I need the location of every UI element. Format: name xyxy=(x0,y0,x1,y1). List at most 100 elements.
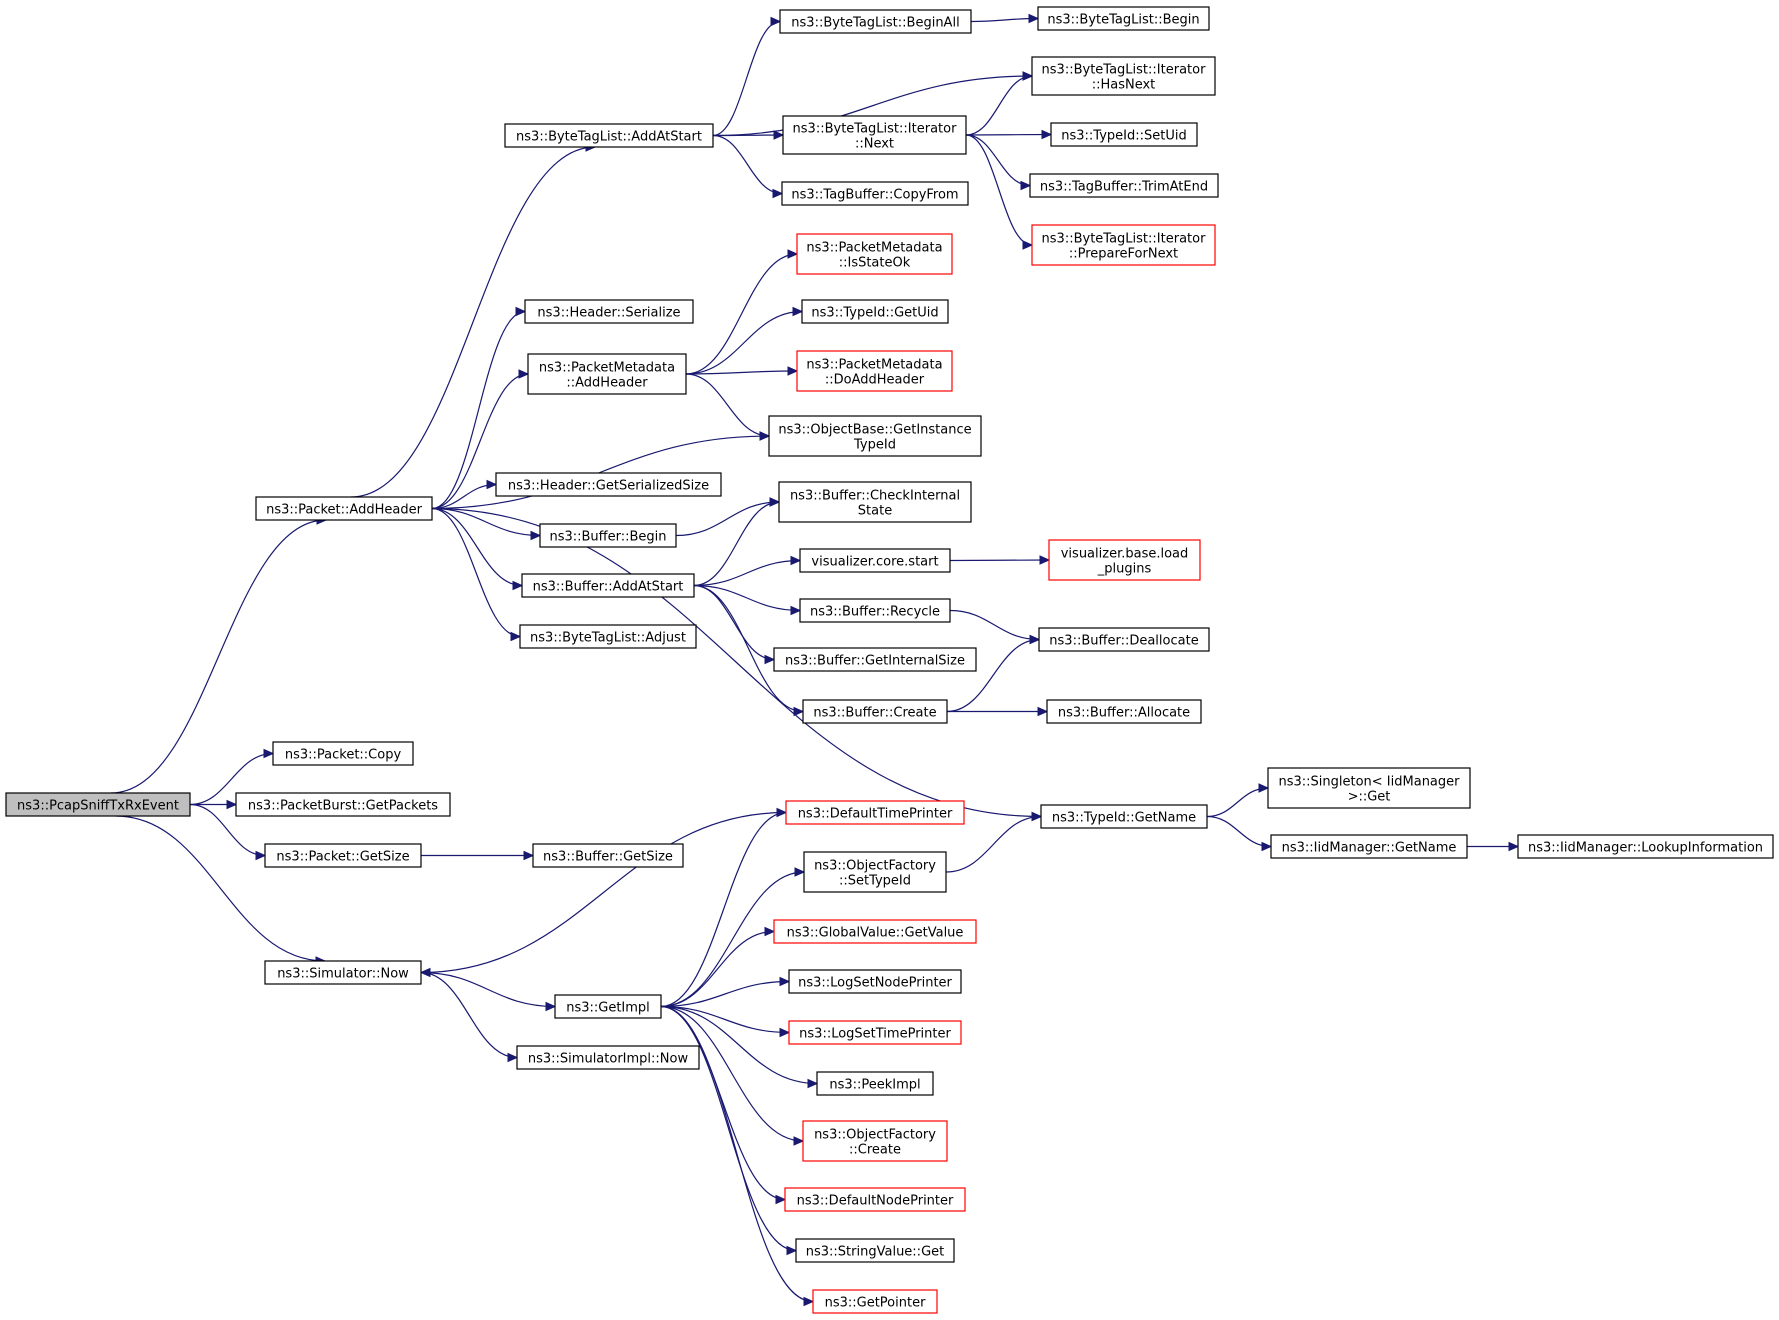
node-peekimpl[interactable]: ns3::PeekImpl xyxy=(816,1071,934,1096)
node-label: ns3::TagBuffer::CopyFrom xyxy=(791,188,958,203)
node-box xyxy=(768,415,982,457)
edge-line xyxy=(712,75,1033,137)
edge-buf-addatstart-to-buf-recycle xyxy=(693,584,802,616)
node-buf-recycle[interactable]: ns3::Buffer::Recycle xyxy=(799,598,951,623)
node-vis-base-load[interactable]: visualizer.base.load_plugins xyxy=(1048,539,1201,581)
node-pkt-copy[interactable]: ns3::Packet::Copy xyxy=(272,741,414,766)
edge-line xyxy=(660,1005,814,1303)
node-box xyxy=(784,1187,966,1212)
node-default-node-printer[interactable]: ns3::DefaultNodePrinter xyxy=(784,1187,966,1212)
edge-pm-addheader-to-objbase-getinst xyxy=(685,373,771,441)
edge-getimpl-to-log-setnodeprinter xyxy=(660,976,791,1008)
node-tagbuf-copyfrom[interactable]: ns3::TagBuffer::CopyFrom xyxy=(781,181,969,206)
node-btl-begin[interactable]: ns3::ByteTagList::Begin xyxy=(1037,6,1210,31)
node-box xyxy=(1270,834,1468,859)
node-hdr-serialize[interactable]: ns3::Header::Serialize xyxy=(524,299,694,324)
node-vis-core-start[interactable]: visualizer.core.start xyxy=(799,548,951,573)
node-pm-addheader[interactable]: ns3::PacketMetadata::AddHeader xyxy=(527,353,687,395)
edge-arrowhead xyxy=(792,306,804,317)
node-label: ns3::ByteTagList::Adjust xyxy=(530,631,686,646)
node-pkt-addheader[interactable]: ns3::Packet::AddHeader xyxy=(255,496,433,521)
node-btl-addatstart[interactable]: ns3::ByteTagList::AddAtStart xyxy=(504,123,714,148)
edge-pm-addheader-to-typeid-getuid xyxy=(685,306,804,375)
node-label: ns3::LogSetTimePrinter xyxy=(799,1027,951,1042)
node-objfac-create[interactable]: ns3::ObjectFactory::Create xyxy=(802,1120,948,1162)
node-iid-getname[interactable]: ns3::IidManager::GetName xyxy=(1270,834,1468,859)
node-box xyxy=(778,481,972,523)
edge-line xyxy=(420,811,787,974)
node-box xyxy=(785,800,965,825)
node-box xyxy=(796,350,953,392)
node-iid-lookup[interactable]: ns3::IidManager::LookupInformation xyxy=(1517,834,1774,859)
node-btl-adjust[interactable]: ns3::ByteTagList::Adjust xyxy=(519,624,697,649)
node-pm-isstateok[interactable]: ns3::PacketMetadata::IsStateOk xyxy=(796,233,953,275)
node-getpointer[interactable]: ns3::GetPointer xyxy=(812,1289,938,1314)
edge-line xyxy=(712,134,783,195)
edge-line xyxy=(965,134,1031,187)
node-typeid-getuid[interactable]: ns3::TypeId::GetUid xyxy=(801,299,949,324)
node-hdr-getsersize[interactable]: ns3::Header::GetSerializedSize xyxy=(495,472,722,497)
node-buf-getintsize[interactable]: ns3::Buffer::GetInternalSize xyxy=(773,647,977,672)
node-strval-get[interactable]: ns3::StringValue::Get xyxy=(795,1238,955,1263)
node-box xyxy=(1037,6,1210,31)
node-buf-dealloc[interactable]: ns3::Buffer::Deallocate xyxy=(1038,627,1210,652)
edge-arrowhead xyxy=(793,706,805,717)
edge-getimpl-to-strval-get xyxy=(660,1005,798,1256)
node-label: >::Get xyxy=(1348,790,1391,805)
edge-line xyxy=(431,507,523,587)
edge-arrowhead xyxy=(794,867,806,877)
edge-line xyxy=(350,146,596,498)
node-btli-hasnext[interactable]: ns3::ByteTagList::Iterator::HasNext xyxy=(1031,56,1216,96)
node-label: ns3::PacketMetadata xyxy=(806,241,942,256)
node-typeid-setuid[interactable]: ns3::TypeId::SetUid xyxy=(1050,122,1198,147)
edge-arrowhead xyxy=(773,130,785,140)
node-label: ns3::ByteTagList::Iterator xyxy=(1042,232,1207,247)
node-pm-doaddheader[interactable]: ns3::PacketMetadata::DoAddHeader xyxy=(796,350,953,392)
edge-arrowhead xyxy=(419,967,431,978)
node-sim-now[interactable]: ns3::Simulator::Now xyxy=(264,960,422,985)
node-box xyxy=(816,1071,934,1096)
node-label: ::Create xyxy=(849,1143,901,1158)
node-gv-getvalue[interactable]: ns3::GlobalValue::GetValue xyxy=(773,919,977,944)
edge-line xyxy=(189,752,274,806)
edge-arrowhead xyxy=(486,479,498,490)
node-log-settimeprinter[interactable]: ns3::LogSetTimePrinter xyxy=(788,1020,962,1045)
edge-arrowhead xyxy=(226,799,238,810)
node-label: ns3::Buffer::GetSize xyxy=(543,850,673,865)
edge-line xyxy=(110,519,327,794)
node-objfac-settypeid[interactable]: ns3::ObjectFactory::SetTypeId xyxy=(803,851,947,893)
node-btl-beginall[interactable]: ns3::ByteTagList::BeginAll xyxy=(779,9,972,34)
edge-getimpl-to-peekimpl xyxy=(660,1005,819,1089)
node-singleton-get[interactable]: ns3::Singleton< IidManager>::Get xyxy=(1267,767,1471,809)
node-pcapsniff[interactable]: ns3::PcapSniffTxRxEvent xyxy=(5,792,191,817)
node-pkt-getsize[interactable]: ns3::Packet::GetSize xyxy=(264,843,422,868)
node-tagbuf-trimatend[interactable]: ns3::TagBuffer::TrimAtEnd xyxy=(1029,173,1219,198)
node-box xyxy=(255,496,433,521)
edge-line xyxy=(431,507,1042,818)
node-box xyxy=(1046,699,1202,724)
node-buf-create[interactable]: ns3::Buffer::Create xyxy=(802,699,948,724)
node-btli-next[interactable]: ns3::ByteTagList::Iterator::Next xyxy=(782,115,967,155)
node-simimpl-now[interactable]: ns3::SimulatorImpl::Now xyxy=(516,1045,700,1070)
node-label: ns3::Header::GetSerializedSize xyxy=(508,479,709,494)
node-buf-allocate[interactable]: ns3::Buffer::Allocate xyxy=(1046,699,1202,724)
node-log-setnodeprinter[interactable]: ns3::LogSetNodePrinter xyxy=(788,969,962,994)
edge-buf-create-to-buf-dealloc xyxy=(946,634,1041,713)
edge-arrowhead xyxy=(263,748,275,759)
node-pburst-getpackets[interactable]: ns3::PacketBurst::GetPackets xyxy=(235,792,451,817)
node-buf-begin[interactable]: ns3::Buffer::Begin xyxy=(539,523,677,548)
node-buf-addatstart[interactable]: ns3::Buffer::AddAtStart xyxy=(521,573,695,598)
node-box xyxy=(799,598,951,623)
node-btli-prepare[interactable]: ns3::ByteTagList::Iterator::PrepareForNe… xyxy=(1031,224,1216,266)
edge-getimpl-to-default-time-printer xyxy=(660,807,788,1008)
node-typeid-getname[interactable]: ns3::TypeId::GetName xyxy=(1040,804,1208,829)
node-label: ns3::ObjectFactory xyxy=(814,859,936,874)
node-buf-getsize[interactable]: ns3::Buffer::GetSize xyxy=(532,843,684,868)
node-default-time-printer[interactable]: ns3::DefaultTimePrinter xyxy=(785,800,965,825)
node-label: ns3::ByteTagList::Iterator xyxy=(793,122,958,137)
node-getimpl[interactable]: ns3::GetImpl xyxy=(554,994,662,1019)
node-label: ns3::TagBuffer::TrimAtEnd xyxy=(1040,180,1208,195)
edge-line xyxy=(431,507,541,537)
